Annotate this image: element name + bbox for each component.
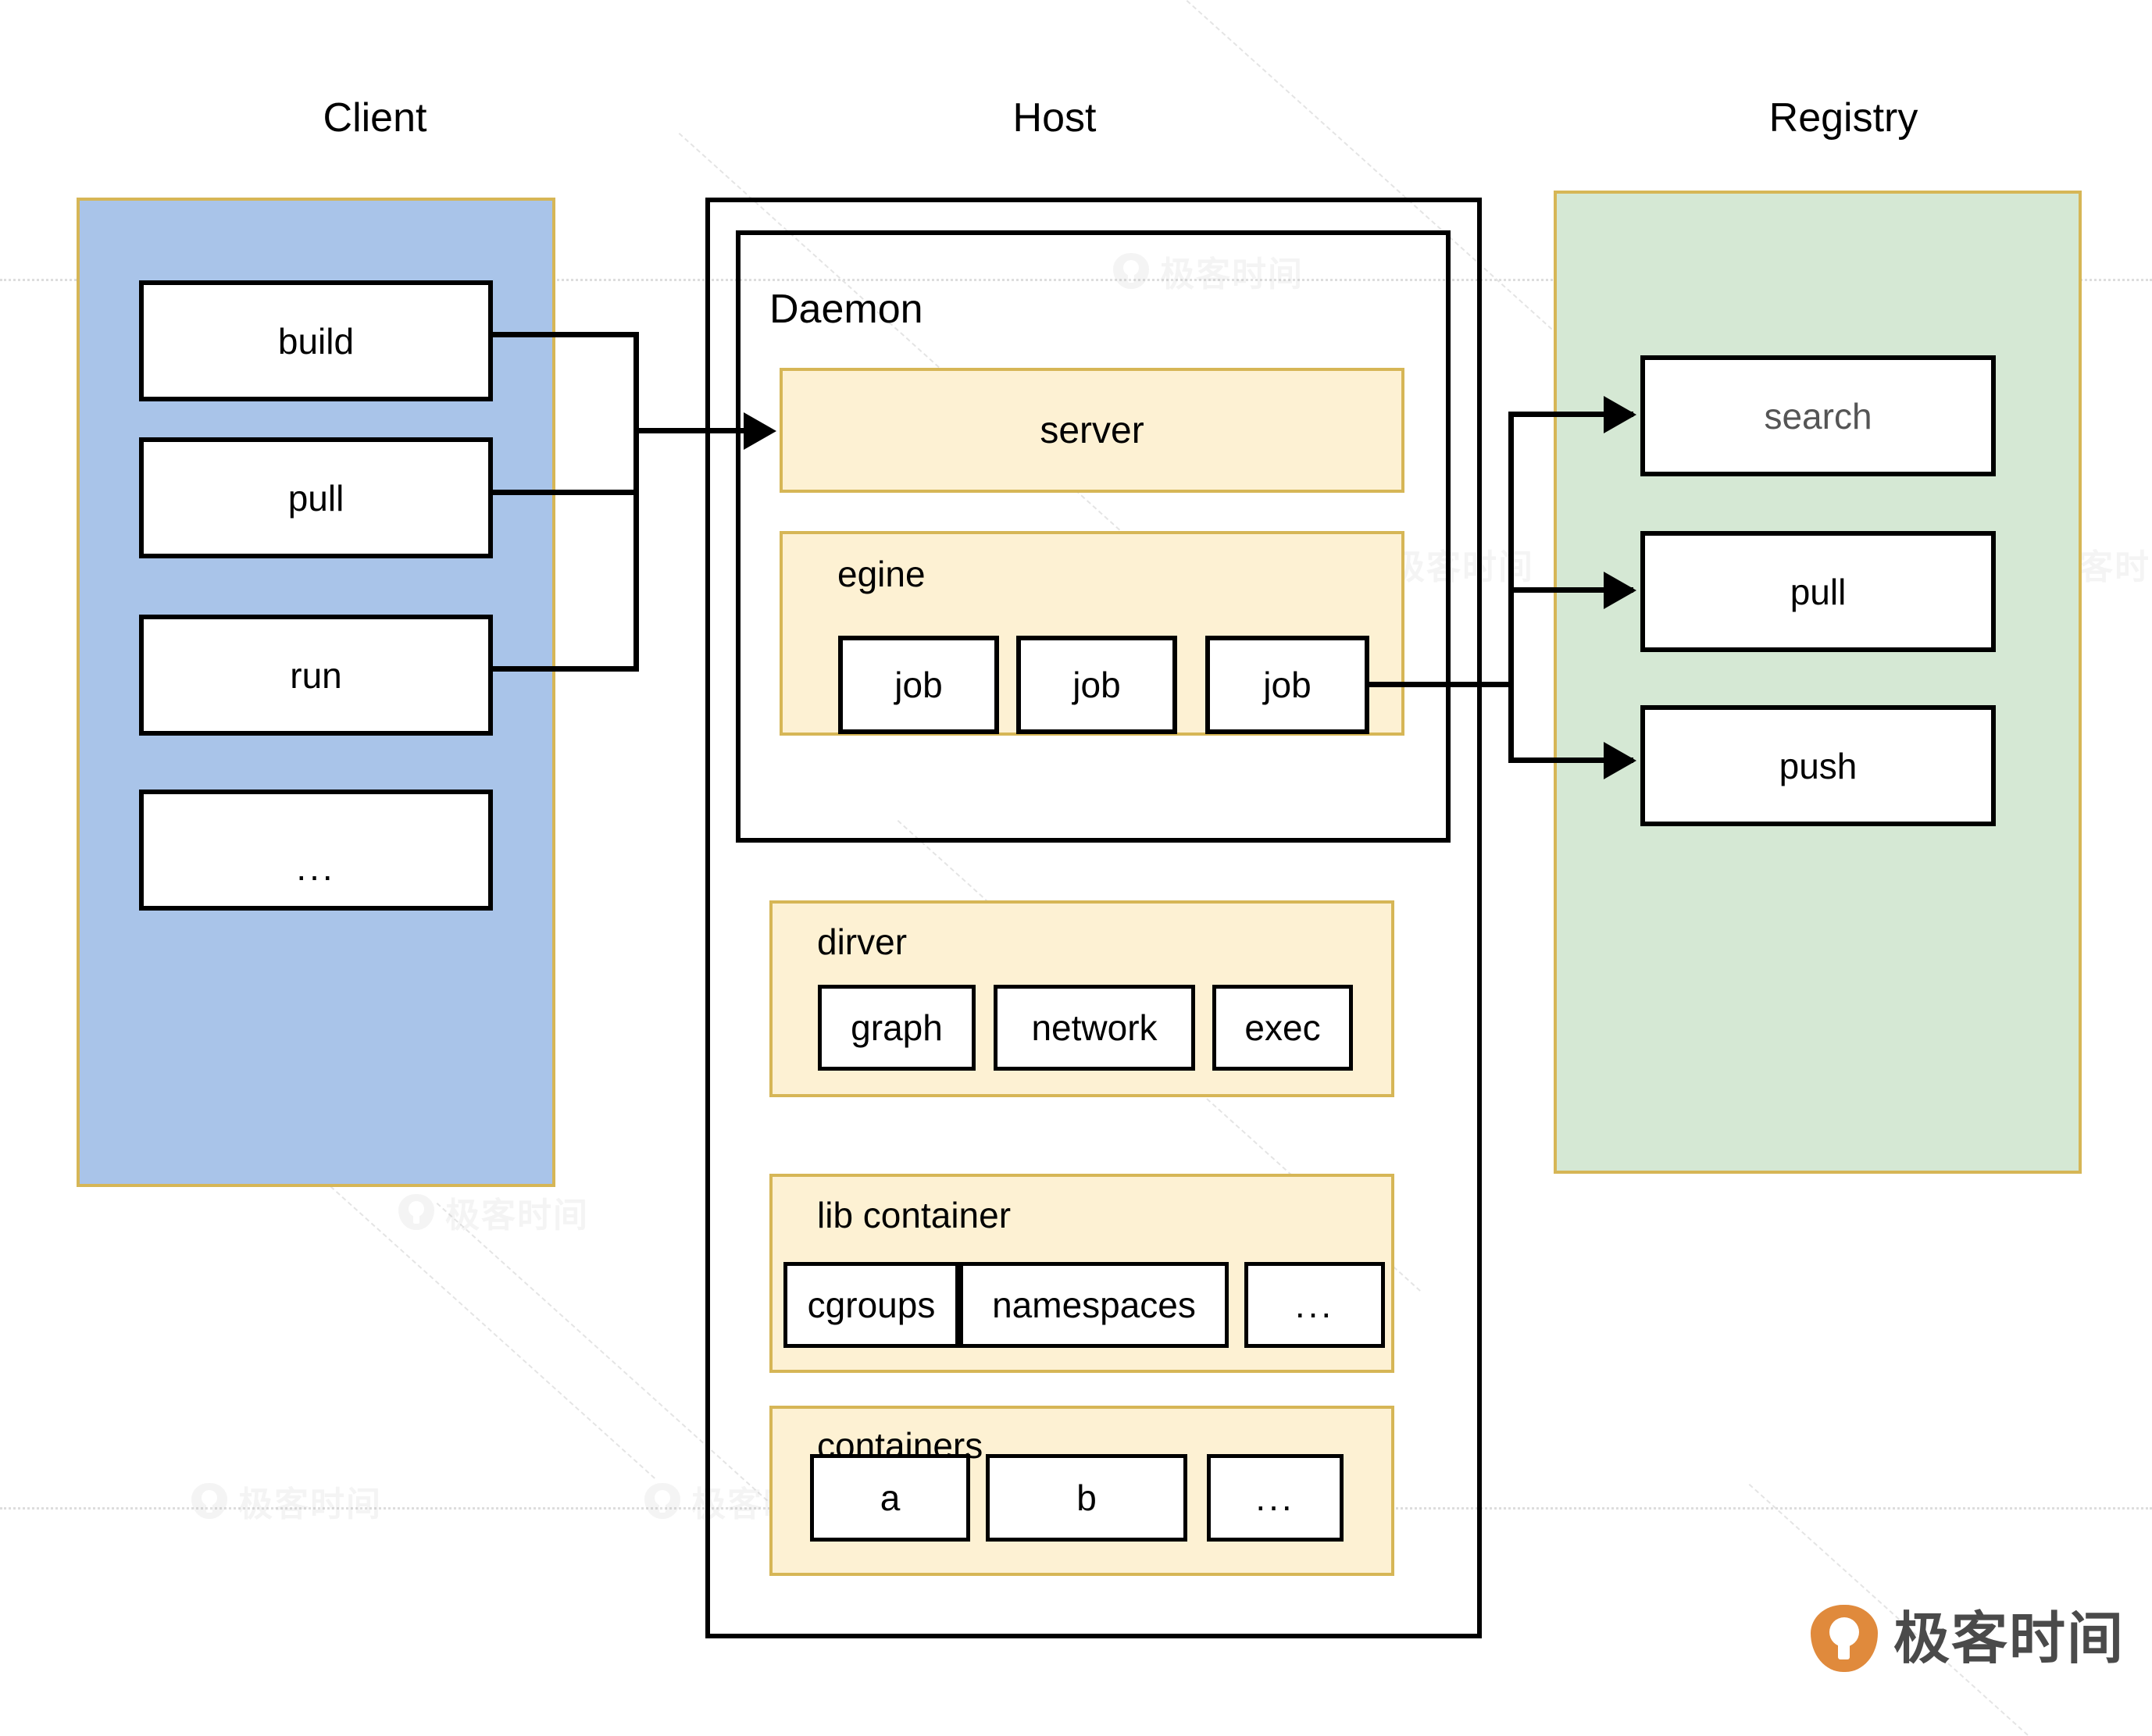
connector-build-to-bus: [491, 332, 639, 337]
connector-pull-to-bus: [491, 490, 639, 495]
daemon-box: [736, 230, 1451, 843]
arrow-to-server: [744, 412, 776, 450]
lib-item-namespaces[interactable]: namespaces: [959, 1262, 1229, 1348]
driver-item-exec-label: exec: [1244, 1007, 1321, 1048]
watermark: 极客时间: [191, 1476, 382, 1526]
client-command-more[interactable]: ...: [139, 790, 493, 911]
daemon-server-box[interactable]: server: [780, 368, 1404, 493]
registry-operation-push[interactable]: push: [1640, 705, 1996, 826]
registry-operation-pull[interactable]: pull: [1640, 531, 1996, 652]
geektime-logo-icon: [1811, 1605, 1878, 1672]
client-command-pull[interactable]: pull: [139, 437, 493, 558]
connector-run-to-bus: [491, 666, 639, 672]
page-title-client: Client: [323, 95, 427, 141]
daemon-label: Daemon: [769, 287, 923, 332]
lib-item-cgroups-label: cgroups: [807, 1285, 936, 1325]
client-command-more-label: ...: [296, 847, 336, 888]
arrow-to-pull: [1604, 572, 1636, 609]
geektime-logo-icon: [191, 1483, 227, 1519]
connector-bus-to-push: [1508, 757, 1633, 763]
lib-container-group-label: lib container: [817, 1195, 1012, 1235]
engine-job-3-label: job: [1263, 665, 1312, 705]
driver-item-network[interactable]: network: [994, 985, 1195, 1071]
driver-group-label: dirver: [817, 921, 908, 962]
connector-job-to-bus: [1365, 682, 1514, 687]
arrow-to-search: [1604, 396, 1636, 433]
geektime-logo-icon: [398, 1194, 434, 1230]
watermark-text: 极客时间: [445, 1196, 589, 1235]
host-outer-box: [705, 198, 1482, 1638]
driver-item-graph[interactable]: graph: [818, 985, 976, 1071]
client-command-run-label: run: [290, 654, 342, 696]
brand-logo: 极客时间: [1811, 1605, 2125, 1672]
registry-operation-pull-label: pull: [1790, 571, 1847, 612]
client-command-build-label: build: [277, 320, 355, 362]
registry-operation-push-label: push: [1779, 745, 1858, 786]
watermark-text: 极客时间: [238, 1485, 382, 1524]
page-title-registry: Registry: [1768, 95, 1918, 141]
connector-bus-to-search: [1508, 412, 1633, 417]
container-item-a-label: a: [880, 1478, 901, 1518]
engine-job-1-label: job: [894, 665, 943, 705]
engine-job-2[interactable]: job: [1016, 636, 1177, 734]
page-title-host: Host: [1012, 95, 1097, 141]
driver-item-graph-label: graph: [851, 1007, 943, 1048]
geektime-logo-icon: [644, 1483, 680, 1519]
registry-panel: [1554, 191, 2082, 1174]
lib-item-namespaces-label: namespaces: [992, 1285, 1196, 1325]
driver-item-exec[interactable]: exec: [1212, 985, 1353, 1071]
watermark: 极客时间: [398, 1187, 589, 1237]
registry-operation-search[interactable]: search: [1640, 355, 1996, 476]
lib-item-cgroups[interactable]: cgroups: [783, 1262, 959, 1348]
client-command-build[interactable]: build: [139, 280, 493, 401]
driver-item-network-label: network: [1031, 1007, 1158, 1048]
daemon-server-label: server: [1040, 409, 1144, 451]
arrow-to-push: [1604, 742, 1636, 779]
connector-bus-to-pull: [1508, 587, 1633, 593]
engine-job-2-label: job: [1072, 665, 1121, 705]
connector-bus-to-server: [633, 428, 747, 433]
brand-name: 极客时间: [1893, 1606, 2125, 1671]
container-item-more-label: ...: [1255, 1478, 1295, 1518]
client-command-pull-label: pull: [287, 477, 344, 519]
engine-group-label: egine: [837, 554, 926, 594]
lib-item-more[interactable]: ...: [1244, 1262, 1385, 1348]
engine-job-3[interactable]: job: [1205, 636, 1369, 734]
engine-job-1[interactable]: job: [838, 636, 999, 734]
container-item-more[interactable]: ...: [1207, 1454, 1344, 1542]
container-item-b[interactable]: b: [986, 1454, 1187, 1542]
connector-client-bus: [633, 332, 639, 672]
client-command-run[interactable]: run: [139, 615, 493, 736]
container-item-b-label: b: [1076, 1478, 1097, 1518]
container-item-a[interactable]: a: [810, 1454, 970, 1542]
registry-operation-search-label: search: [1764, 395, 1872, 437]
lib-item-more-label: ...: [1294, 1285, 1335, 1325]
